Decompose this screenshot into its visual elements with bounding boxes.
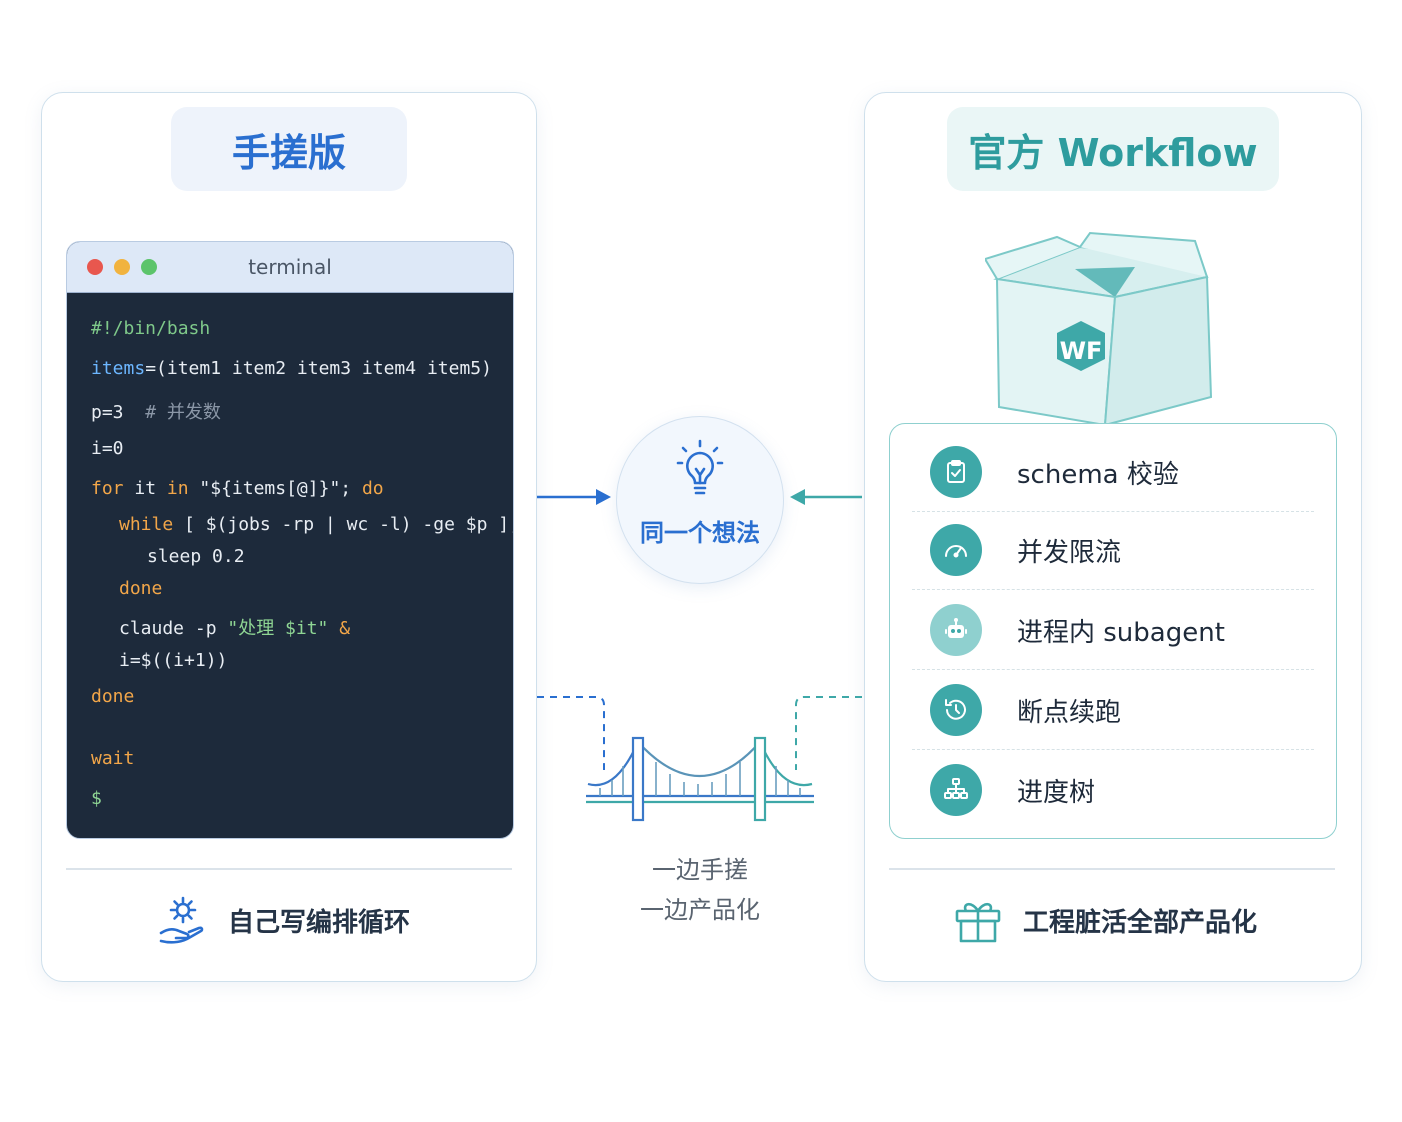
- code-keyword: do: [351, 478, 384, 499]
- code-token: claude -p: [119, 618, 228, 639]
- box-badge-label: WF: [1059, 337, 1103, 365]
- bridge-caption: 一边手搓 一边产品化: [600, 850, 800, 930]
- feature-label: 进度树: [1017, 778, 1096, 808]
- lightbulb-icon: [673, 439, 727, 505]
- code-token: p=3: [91, 402, 124, 423]
- code-string: "处理 $it": [227, 618, 329, 639]
- list-item: 进程内 subagent: [890, 590, 1336, 670]
- minimize-dot-icon: [114, 259, 130, 275]
- row-divider: [912, 589, 1314, 590]
- feature-label: schema 校验: [1017, 460, 1179, 490]
- speedometer-icon: [930, 524, 982, 576]
- code-line-i: i=0: [91, 438, 124, 459]
- code-line-while: while [ $(jobs -rp | wc -l) -ge $p ]; do: [119, 514, 514, 535]
- code-line-prompt: $: [91, 788, 102, 809]
- code-line-sleep: sleep 0.2: [147, 546, 245, 567]
- terminal-window: terminal #!/bin/bash items=(item1 item2 …: [66, 241, 514, 839]
- handmade-footer: 自己写编排循环: [228, 908, 411, 938]
- caption-line: 一边手搓: [652, 856, 748, 884]
- code-keyword: in: [166, 478, 189, 499]
- code-line-for: for it in "${items[@]}"; do: [91, 478, 384, 499]
- code-token: "${items[@]}";: [188, 478, 352, 499]
- code-line-wait: wait: [91, 748, 135, 769]
- handmade-panel: 手搓版 terminal #!/bin/bash items=(item1 it…: [41, 92, 537, 982]
- tree-icon: [930, 764, 982, 816]
- row-divider: [912, 749, 1314, 750]
- idea-circle: 同一个想法: [616, 416, 784, 584]
- workflow-panel: 官方 Workflow WF schema 校验: [864, 92, 1362, 982]
- code-line-done-outer: done: [91, 686, 135, 707]
- code-line-p: p=3 # 并发数: [91, 398, 221, 424]
- close-dot-icon: [87, 259, 103, 275]
- code-token: =(item1 item2 item3 item4 item5): [145, 358, 492, 379]
- list-item: schema 校验: [890, 432, 1336, 512]
- list-item: 断点续跑: [890, 670, 1336, 750]
- feature-label: 断点续跑: [1017, 698, 1122, 728]
- hand-gear-icon: [156, 893, 210, 951]
- caption-line: 一边产品化: [640, 896, 760, 924]
- code-token: it: [123, 478, 167, 499]
- code-keyword: &: [328, 618, 351, 639]
- code-line-claude: claude -p "处理 $it" &: [119, 614, 350, 640]
- gift-icon: [953, 895, 1003, 949]
- code-line-shebang: #!/bin/bash: [91, 318, 211, 339]
- row-divider: [912, 511, 1314, 512]
- code-token: items: [91, 358, 146, 379]
- terminal-title-bar: terminal: [67, 242, 513, 293]
- code-comment: # 并发数: [145, 402, 221, 423]
- right-divider: [889, 868, 1335, 870]
- code-keyword: while: [119, 514, 174, 535]
- feature-label: 并发限流: [1017, 538, 1122, 568]
- row-divider: [912, 669, 1314, 670]
- right-arrow-head: [790, 489, 805, 505]
- idea-label: 同一个想法: [640, 519, 760, 547]
- workflow-title: 官方 Workflow: [947, 107, 1279, 191]
- history-icon: [930, 684, 982, 736]
- handmade-title: 手搓版: [171, 107, 407, 191]
- code-line-items: items=(item1 item2 item3 item4 item5): [91, 358, 492, 379]
- workflow-footer: 工程脏活全部产品化: [1023, 908, 1258, 938]
- robot-icon: [930, 604, 982, 656]
- bridge-icon: [586, 734, 814, 828]
- left-divider: [66, 868, 512, 870]
- clipboard-check-icon: [930, 446, 982, 498]
- feature-list: schema 校验 并发限流 进程内 subagent: [889, 423, 1337, 839]
- box-icon: WF: [983, 229, 1225, 433]
- terminal-title: terminal: [248, 255, 332, 279]
- code-line-increment: i=$((i+1)): [119, 650, 228, 671]
- feature-label: 进程内 subagent: [1017, 618, 1225, 648]
- list-item: 进度树: [890, 750, 1336, 830]
- code-keyword: for: [91, 478, 124, 499]
- left-arrow-head: [596, 489, 611, 505]
- code-line-done-inner: done: [119, 578, 163, 599]
- list-item: 并发限流: [890, 510, 1336, 590]
- code-token: [ $(jobs -rp | wc -l) -ge $p ];: [173, 514, 514, 535]
- maximize-dot-icon: [141, 259, 157, 275]
